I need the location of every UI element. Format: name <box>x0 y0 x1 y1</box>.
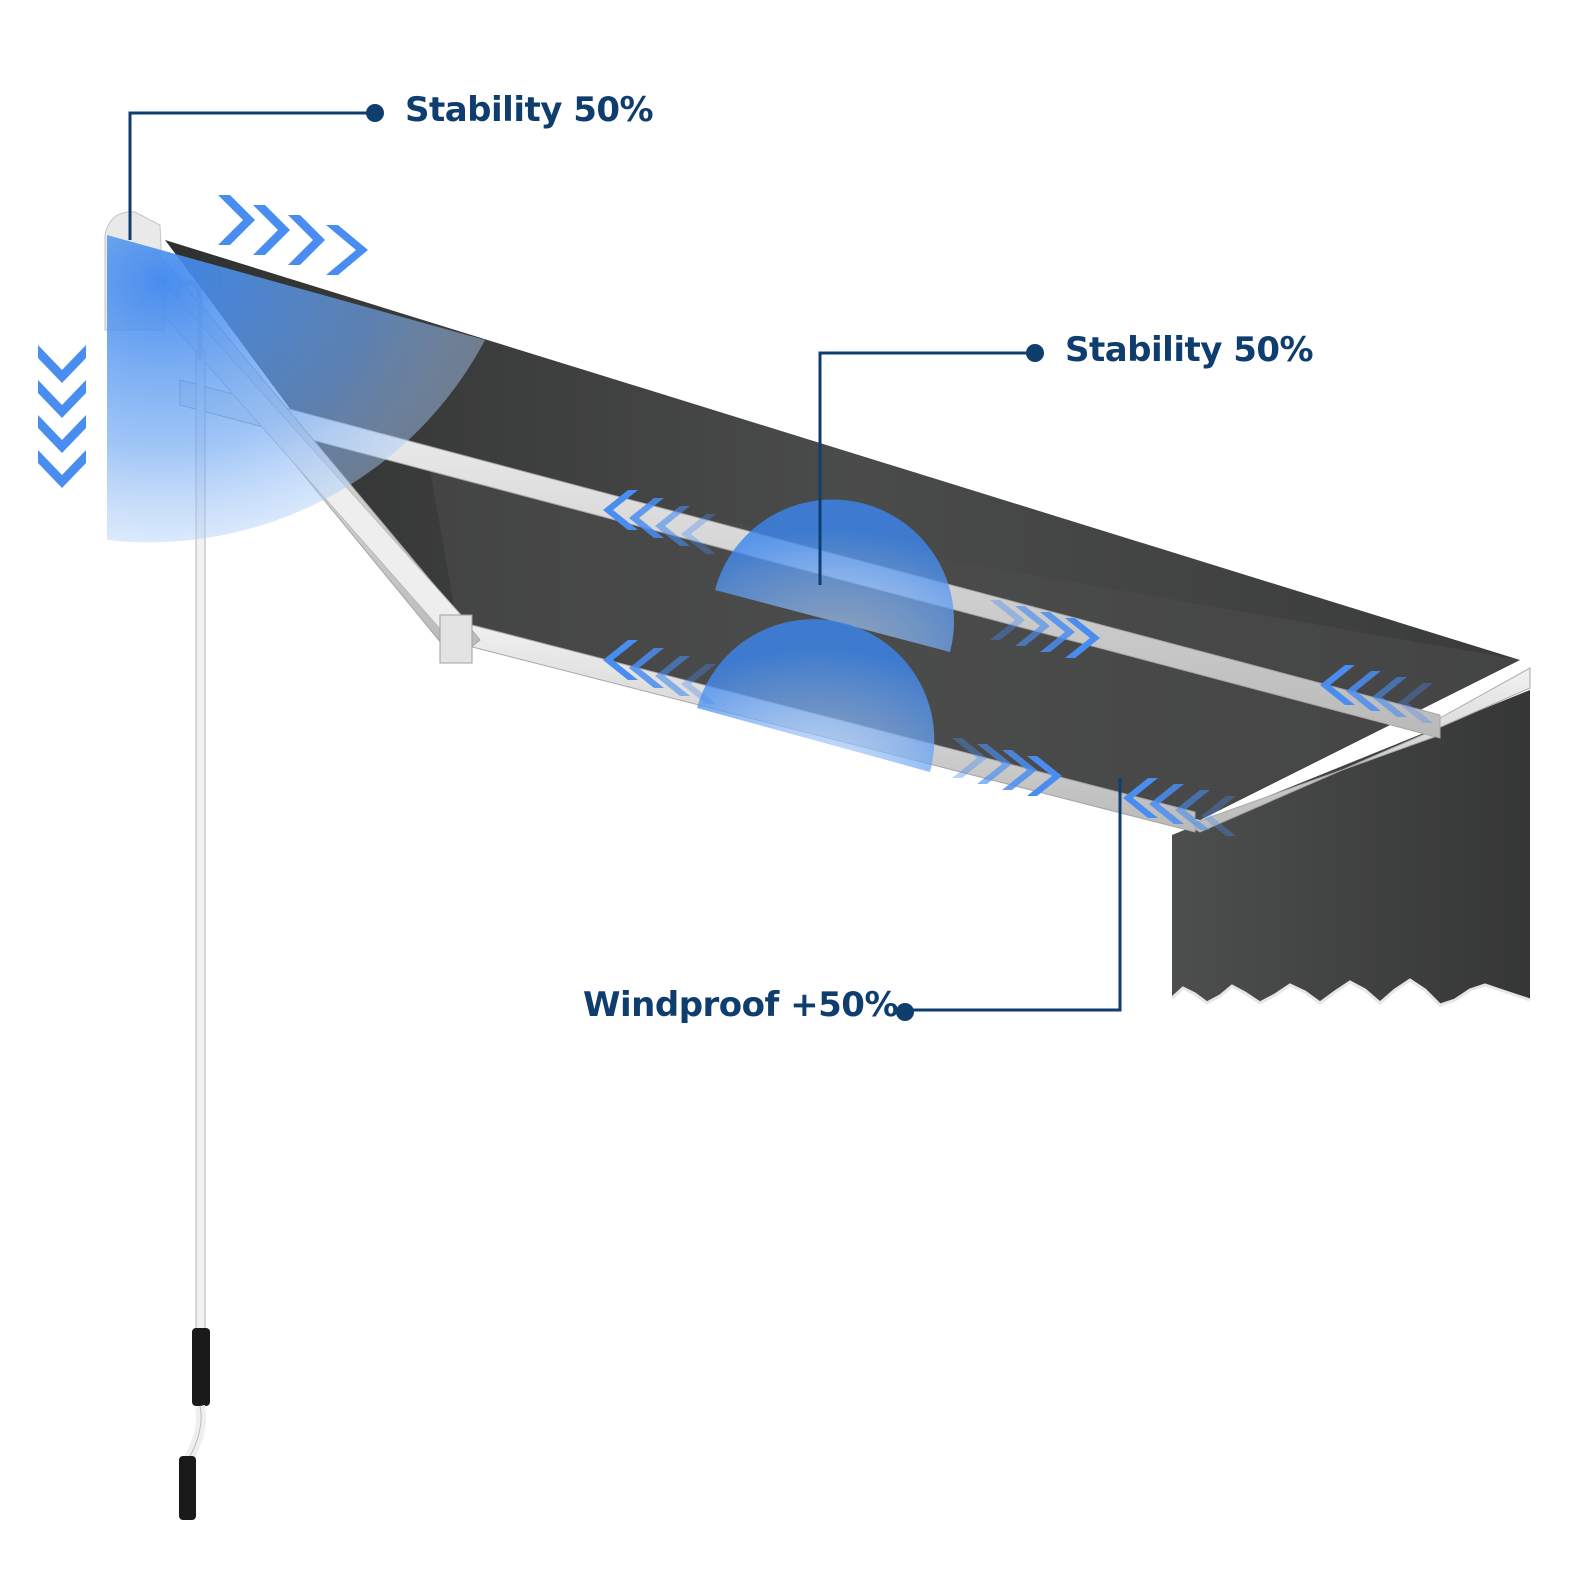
chevron-down-icon <box>38 345 86 488</box>
awning-valance <box>1172 690 1530 1005</box>
chevron-left-icon <box>603 490 716 554</box>
crank-grip-upper <box>192 1328 210 1406</box>
chevron-right-icon <box>952 738 1062 796</box>
elbow-joint <box>439 614 473 664</box>
callout-leader-1 <box>128 104 384 240</box>
chevron-right-icon <box>218 195 368 275</box>
valance-edge <box>1170 978 1531 1007</box>
stability-label-top: Stability 50% <box>405 90 654 130</box>
stability-highlight-mid <box>715 499 955 652</box>
chevron-left-icon <box>1320 665 1433 723</box>
windproof-label: Windproof +50% <box>583 985 899 1025</box>
crank-grip-lower <box>179 1456 196 1520</box>
windproof-highlight <box>697 619 935 772</box>
callout-leader-2 <box>818 344 1044 585</box>
awning-fabric-shade <box>430 470 1520 820</box>
chevron-right-icon <box>990 600 1100 658</box>
stability-highlight-top <box>107 235 485 543</box>
chevron-left-icon <box>603 640 716 704</box>
crank-handle-bend-edge <box>187 1405 202 1461</box>
stability-label-mid: Stability 50% <box>1065 330 1314 370</box>
chevron-left-icon <box>1123 778 1236 836</box>
callout-leader-3 <box>896 778 1122 1021</box>
